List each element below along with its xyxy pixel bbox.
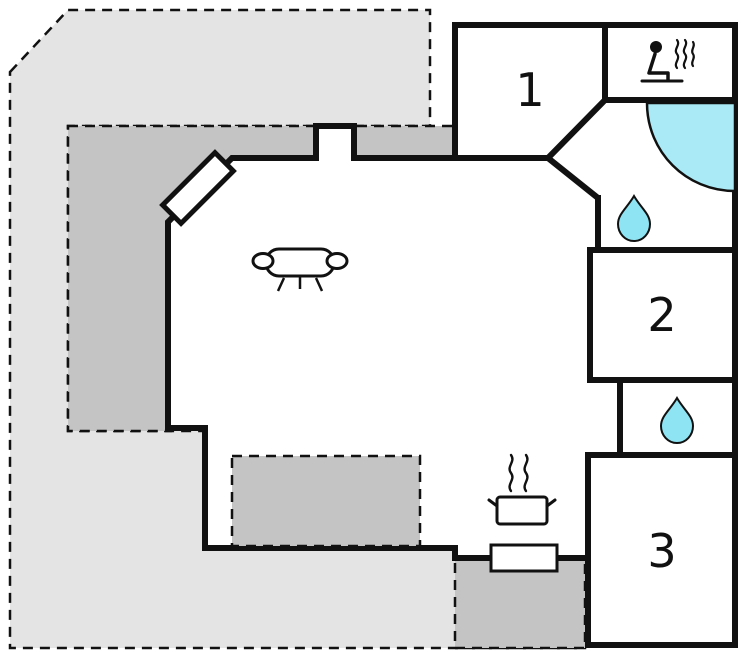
sauna-icon: [640, 38, 695, 83]
room-3-label: 3: [647, 524, 676, 578]
sofa-body: [264, 247, 336, 278]
bath-water-drop-icon: [616, 194, 652, 242]
stove-steam: [508, 453, 529, 493]
sofa-legs: [276, 277, 324, 292]
pot-body: [495, 495, 549, 526]
interior-walls: [452, 25, 735, 561]
door-icon: [159, 149, 237, 227]
deck-dark-bottom: [453, 556, 587, 650]
shower-icon: [645, 101, 737, 193]
terrace-light-area: [8, 8, 587, 650]
sauna-person-head: [650, 41, 662, 53]
sofa-arm-right: [325, 252, 349, 270]
pot-handles: [487, 498, 557, 508]
counter-icon: [489, 543, 559, 573]
sauna-steam: [674, 38, 695, 70]
stove-icon: [487, 453, 557, 526]
wc-water-drop-icon: [659, 396, 695, 444]
room-2-label: 2: [647, 288, 676, 342]
sauna-person-body: [647, 52, 670, 82]
sofa-arm-left: [251, 252, 275, 270]
room-1-label: 1: [515, 63, 544, 117]
deck-dark-inset: [230, 454, 422, 548]
door-leaf: [159, 149, 237, 227]
sofa-icon: [251, 247, 349, 292]
